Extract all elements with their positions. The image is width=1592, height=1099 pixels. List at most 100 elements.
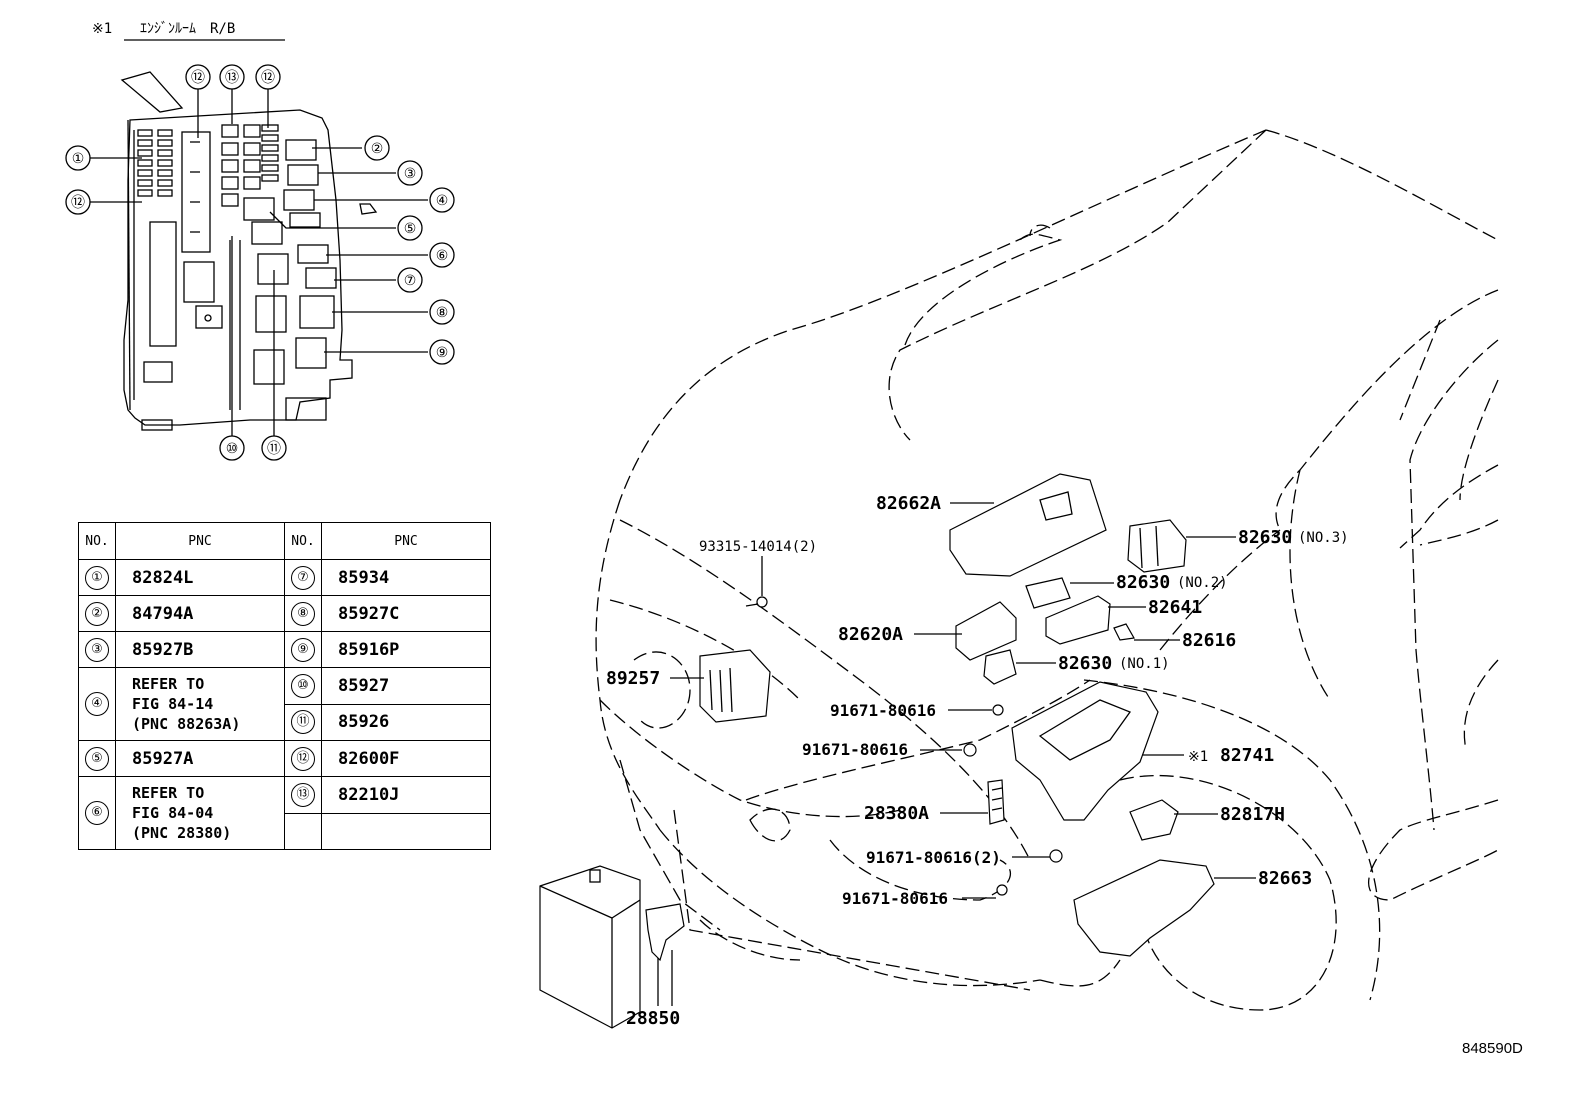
table-row: ⑥ REFER TO FIG 84-04 (PNC 28380) ⑬ 82210… [78,776,491,850]
callout-8 [429,299,455,325]
row-number: ⑫ [291,746,315,771]
row-number: ⑤ [85,746,109,771]
part-leaders [657,502,1256,1006]
inset-title: ｴﾝｼﾞﾝﾙｰﾑ R/B [140,21,235,37]
inset-marker: ※1 [92,21,112,37]
table-row: ① 82824L ⑦ 85934 [78,559,491,596]
relay-block-inset: ※1 ｴﾝｼﾞﾝﾙｰﾑ R/B [65,21,455,461]
label-82817H: 82817H [1220,804,1285,825]
callout-3 [397,160,423,186]
label-28850: 28850 [626,1008,680,1029]
header-pnc-2: PNC [321,522,491,560]
pnc-cell-refer: REFER TO FIG 84-04 (PNC 28380) [115,776,285,850]
svg-text:⑫: ⑫ [71,195,85,211]
callout-10 [219,435,245,461]
pnc-cell: 85926 [321,703,491,741]
pnc-cell: 85927A [115,740,285,777]
table-row-empty [79,812,491,850]
label-82641: 82641 [1148,597,1202,618]
label-82662A: 82662A [876,493,941,514]
fusible-link-28380A [987,779,1005,825]
label-89257: 89257 [606,668,660,689]
clip-82616 [1113,623,1135,641]
row-number: ④ [85,692,109,716]
table-row: ④ REFER TO FIG 84-14 (PNC 88263A) ⑩ 8592… [78,667,491,741]
relay-82630-no2 [1025,577,1071,609]
label-82630-no1: 82630 [1058,653,1112,674]
callout-5 [397,215,423,241]
bracket-82641 [1045,595,1111,645]
table-row: ③ 85927B ⑨ 85916P [78,631,491,668]
header-no: NO. [78,522,116,560]
svg-text:③: ③ [404,166,417,182]
fuse-column-left [137,129,211,347]
holder-82620A [955,601,1017,661]
figure-code: 848590D [1462,1040,1523,1057]
pnc-cell: 85934 [321,559,491,596]
label-82630-no2-note: (NO.2) [1177,575,1228,591]
header-no-2: NO. [284,522,322,560]
label-91671-80616-d: 91671-80616 [842,889,948,908]
table-header-row: NO. PNC NO. PNC [78,522,491,560]
callout-1 [65,145,91,171]
pnc-cell: 82600F [321,740,491,777]
label-82663: 82663 [1258,868,1312,889]
pnc-cell: 85927 [321,667,491,705]
callout-7 [397,267,423,293]
svg-text:⑥: ⑥ [436,248,449,264]
label-82741-marker: ※1 [1188,749,1208,765]
row-number: ⑩ [291,673,315,698]
pnc-cell: 82824L [115,559,285,596]
table-row: ② 84794A ⑧ 85927C [78,595,491,632]
row-number: ⑨ [291,637,315,662]
label-82630-no3: 82630 [1238,527,1292,548]
label-82616: 82616 [1182,630,1236,651]
tray-82663 [1073,859,1215,957]
callout-6 [429,242,455,268]
label-82630-no2: 82630 [1116,572,1170,593]
vehicle-outline [595,129,1499,1011]
row-number: ② [85,601,109,626]
pnc-cell: 82210J [321,776,491,814]
row-number: ① [85,565,109,590]
label-82620A: 82620A [838,624,903,645]
callout-2 [364,135,390,161]
callout-9 [429,339,455,365]
label-82630-no3-note: (NO.3) [1298,530,1349,546]
table-row: ⑤ 85927A ⑫ 82600F [78,740,491,777]
callout-12-left [65,189,91,215]
svg-text:⑪: ⑪ [267,441,281,457]
label-82630-no1-note: (NO.1) [1119,656,1170,672]
label-91671-80616-a: 91671-80616 [830,701,936,720]
header-pnc: PNC [115,522,285,560]
label-93315-14014: 93315-14014(2) [699,539,817,555]
svg-text:⑩: ⑩ [226,441,239,457]
svg-text:⑫: ⑫ [261,70,275,86]
row-number: ⑪ [291,710,315,735]
pnc-cell: 85916P [321,631,491,668]
callout-12-top-left [185,64,211,90]
relay-82630-no1 [983,649,1017,685]
pnc-cell-refer: REFER TO FIG 84-14 (PNC 88263A) [115,667,285,741]
bracket-82817H [1129,799,1179,841]
label-91671-80616-2: 91671-80616(2) [866,848,1001,867]
svg-text:⑨: ⑨ [436,345,449,361]
row-number: ⑧ [291,601,315,626]
pnc-table: NO. PNC NO. PNC ① 82824L ⑦ 85934 ② 84794… [78,522,491,850]
label-82741: 82741 [1220,745,1274,766]
fuse-relay-grid [141,124,378,431]
svg-text:②: ② [371,141,384,157]
svg-text:⑬: ⑬ [225,70,239,86]
callout-4 [429,187,455,213]
terminal-28850 [645,903,685,962]
label-28380A: 28380A [864,803,929,824]
svg-text:⑫: ⑫ [191,70,205,86]
parts-drawings [539,473,1215,1029]
svg-text:⑤: ⑤ [404,221,417,237]
inset-callouts: ① ② ③ ④ ⑤ ⑥ ⑦ ⑧ ⑨ ⑩ ⑪ ⑫ ⑫ ⑫ ⑬ [65,64,455,461]
callout-13 [219,64,245,90]
svg-text:①: ① [72,151,85,167]
svg-text:⑧: ⑧ [436,305,449,321]
row-number: ③ [85,637,109,662]
